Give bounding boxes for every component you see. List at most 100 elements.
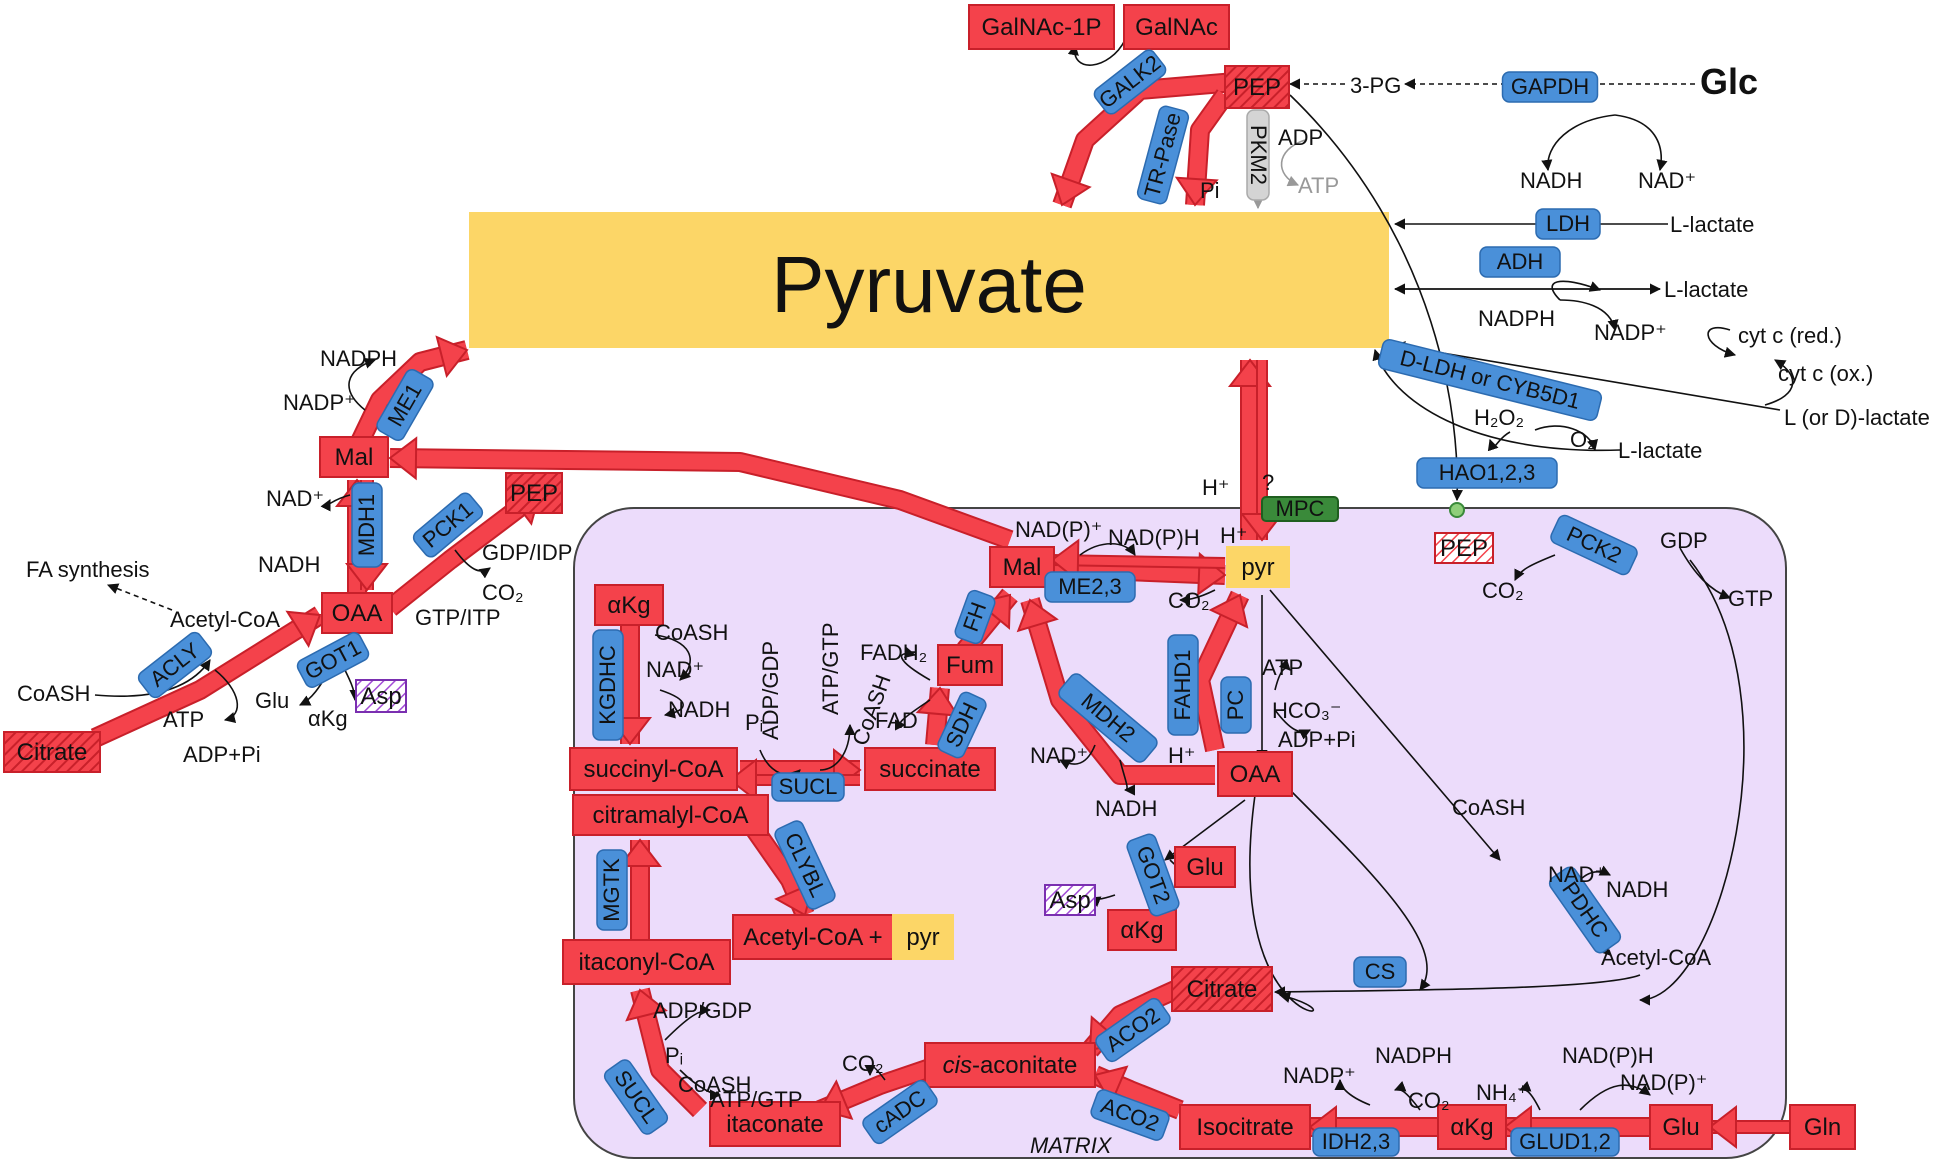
enzyme-kgdhc: KGDHC <box>592 629 624 741</box>
label-gdp_pck2: GDP <box>1660 528 1708 553</box>
enzyme-pc: PC <box>1220 676 1252 734</box>
flux-oaa-to-pyr-m-head <box>1208 593 1249 629</box>
metabolite-label: Fum <box>946 652 994 679</box>
mpc-label: MPC <box>1276 496 1325 521</box>
flux-itaconate-to-itaconylcoa <box>632 988 706 1116</box>
metabolite-citramalylcoa: citramalyl-CoA <box>572 794 769 836</box>
metabolite-label: itaconate <box>726 1111 823 1138</box>
glucose-label: Glc <box>1700 61 1758 102</box>
metabolite-box <box>1217 751 1293 797</box>
metabolite-label: Acetyl-CoA + <box>743 924 882 951</box>
enzyme-box <box>296 632 370 688</box>
arrow-me1-nadph <box>348 357 377 411</box>
mpc-transporter <box>1261 496 1339 522</box>
label-hplus3: H⁺ <box>1168 743 1196 768</box>
label-pi_tr: Pi <box>1200 178 1220 203</box>
enzyme-glud: GLUD1,2 <box>1510 1127 1620 1157</box>
enzyme-label: CS <box>1365 959 1396 984</box>
flux-gln-to-glu-head <box>1708 1104 1737 1150</box>
flux-pep-to-pyruvate-left <box>1054 74 1236 208</box>
enzyme-idh23: IDH2,3 <box>1312 1127 1400 1157</box>
metabolite-box <box>3 731 101 773</box>
enzyme-box <box>603 1059 669 1135</box>
metabolite-succinate: succinate <box>864 747 996 791</box>
enzyme-box <box>1220 676 1252 734</box>
flux-arrows <box>90 72 1800 1150</box>
enzyme-box <box>351 482 383 568</box>
metabolite-box <box>1434 532 1494 564</box>
arrow-sucl2-atp <box>679 1069 722 1101</box>
enzyme-label: KGDHC <box>595 645 620 725</box>
label-coash2: CoASH <box>678 1072 751 1097</box>
label-o2: O₂ <box>1570 427 1596 452</box>
metabolite-citrate_m: Citrate <box>1171 966 1273 1012</box>
enzyme-box <box>1353 956 1407 988</box>
arrow-oaa-to-cs <box>1289 789 1431 991</box>
metabolite-label: succinyl-CoA <box>583 756 723 783</box>
label-nadh_mdh1: NADH <box>258 552 320 577</box>
label-nadph_me1: NADPH <box>320 346 397 371</box>
arrow-acly-atp <box>214 669 239 723</box>
arrow-adh-nadph <box>1551 280 1602 301</box>
label-nadh_pdh: NADH <box>1606 877 1668 902</box>
enzyme-box <box>1058 673 1158 763</box>
flux-pep-to-pyruvate-left-head <box>1050 172 1092 207</box>
metabolite-box <box>319 436 389 478</box>
metabolite-box <box>937 644 1003 686</box>
enzyme-box <box>592 629 624 741</box>
label-adppi_pc: ADP+Pi <box>1278 727 1356 752</box>
metabolite-box <box>1123 4 1230 50</box>
label-hplus1: H⁺ <box>1202 475 1230 500</box>
flux-pyr-to-mal-head <box>1050 538 1080 583</box>
label-nadph_idh: NADPH <box>1375 1043 1452 1068</box>
label-co2_idh: CO₂ <box>1408 1088 1450 1113</box>
enzyme-box <box>862 1079 938 1145</box>
enzyme-box <box>774 820 836 910</box>
label-pi_sucl2: Pᵢ <box>665 1043 683 1068</box>
arrow-pc-atp <box>1274 658 1291 691</box>
flux-mal-to-pyruvate-head <box>435 335 469 379</box>
label-coash_c: CoASH <box>17 681 90 706</box>
enzyme-me23: ME2,3 <box>1044 571 1136 603</box>
metabolite-box <box>1649 1104 1713 1150</box>
metabolite-label: Citrate <box>1187 976 1258 1003</box>
metabolite-label: PEP <box>510 480 558 507</box>
metabolite-citrate_cyto: Citrate <box>3 731 101 773</box>
arrow-me2-nadp <box>1079 543 1136 556</box>
enzyme-sucl1: SUCL <box>771 772 845 802</box>
enzyme-box <box>1126 833 1180 917</box>
enzyme-label: PKM2 <box>1246 125 1271 185</box>
enzyme-box <box>1377 338 1603 422</box>
metabolite-itaconylcoa: itaconyl-CoA <box>562 939 731 985</box>
label-gdp_idp: GDP/IDP <box>482 540 572 565</box>
label-cytc_red: cyt c (red.) <box>1738 323 1842 348</box>
flux-succinate-to-succinylcoa-head <box>728 757 757 803</box>
metabolite-box <box>1044 884 1096 916</box>
label-nadp_idh: NADP⁺ <box>1283 1063 1356 1088</box>
label-nad_mdh2: NAD⁺ <box>1030 743 1088 768</box>
metabolite-label: Asp <box>1049 887 1090 914</box>
metabolite-box <box>989 546 1055 588</box>
enzyme-label: FAHD1 <box>1170 650 1195 721</box>
arrow-glud-nadp <box>1579 1084 1651 1111</box>
enzyme-label: HAO1,2,3 <box>1439 460 1536 485</box>
arrow-fa-synthesis <box>106 583 173 611</box>
metabolite-box <box>1789 1104 1856 1150</box>
metabolite-mal_m: Mal <box>989 546 1055 588</box>
enzyme-label: MGTK <box>599 858 624 922</box>
label-pg3: 3-PG <box>1350 73 1401 98</box>
label-nad_pdh: NAD⁺ <box>1548 862 1606 887</box>
arrow-o2 <box>1534 425 1598 452</box>
metabolite-label: Glu <box>1186 854 1223 881</box>
enzyme-box <box>376 369 434 441</box>
label-hplus2: H⁺ <box>1220 523 1248 548</box>
label-adp_pk: ADP <box>1278 125 1323 150</box>
label-nad_mdh1: NAD⁺ <box>266 486 324 511</box>
enzyme-box <box>771 772 845 802</box>
metabolite-box <box>968 4 1115 50</box>
metabolite-oaa_m: OAA <box>1217 751 1293 797</box>
label-fa: FA synthesis <box>26 557 150 582</box>
label-nadp_adh: NADP⁺ <box>1594 320 1667 345</box>
metabolite-label: PEP <box>1233 74 1281 101</box>
pep-transporter-dot <box>1449 502 1465 518</box>
